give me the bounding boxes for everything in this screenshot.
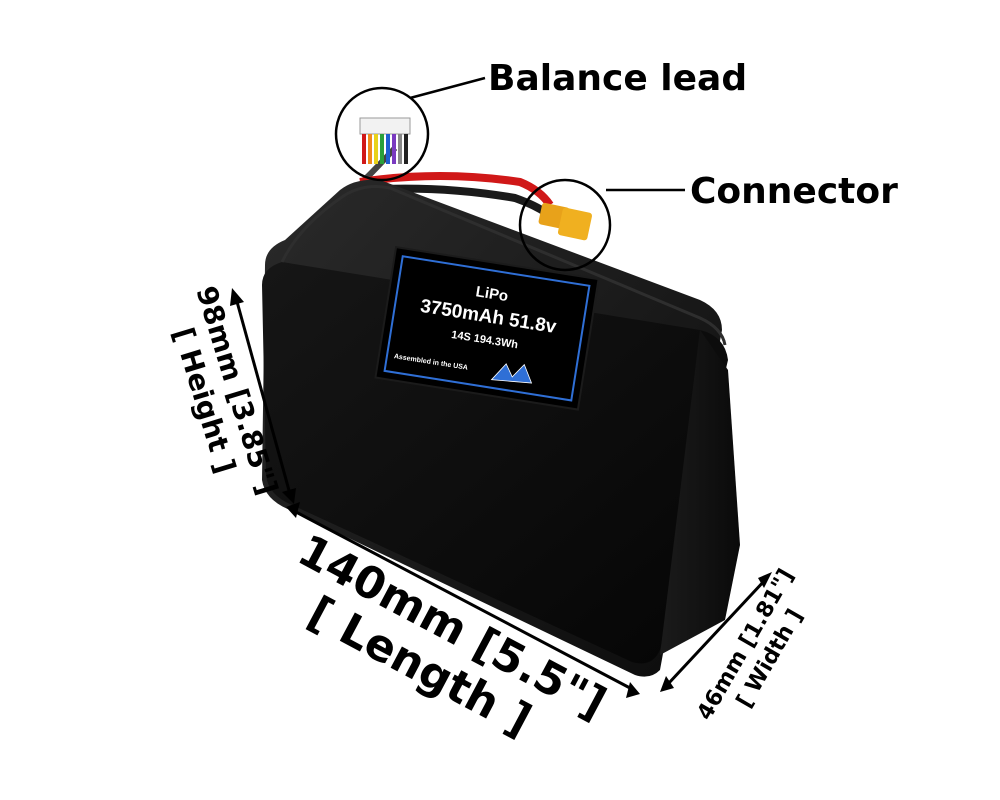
balance-lead-callout: Balance lead: [488, 58, 747, 99]
battery-side-face: [660, 330, 740, 655]
battery-top-edge: [280, 185, 727, 346]
connector-callout-circle: [518, 178, 612, 272]
label-chemistry: LiPo: [475, 283, 510, 305]
length-arrow: [286, 502, 640, 698]
balance-lead-leader: [409, 76, 486, 100]
balance-lead-callout-circle: [334, 86, 430, 182]
balance-lead-connector: [359, 117, 411, 164]
connector-callout: Connector: [690, 171, 898, 212]
width-arrow: [660, 572, 772, 692]
xt-connector: [538, 202, 593, 241]
battery-label: LiPo 3750mAh 51.8v 14S 194.3Wh Assembled…: [374, 245, 600, 411]
brand-logo-icon: [490, 363, 533, 384]
height-arrow: [230, 288, 296, 504]
